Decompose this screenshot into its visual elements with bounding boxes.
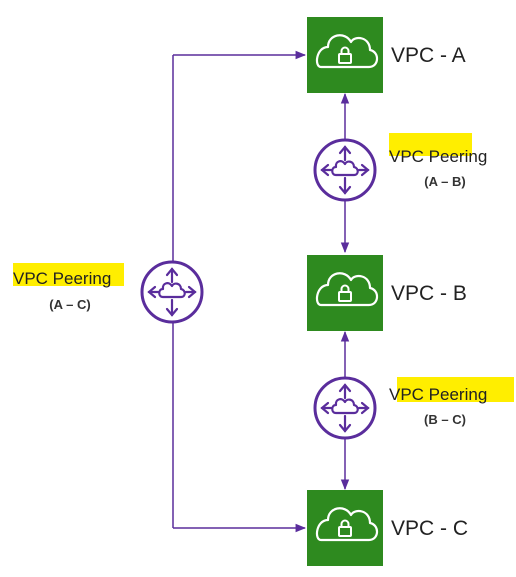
connector-a-c: [172, 50, 307, 533]
vpc-a-label: VPC - A: [391, 44, 466, 67]
vpc-c-node: VPC - C: [305, 488, 468, 568]
peering-bc-node: VPC Peering (B – C): [313, 376, 487, 440]
vpc-c-label: VPC - C: [391, 517, 468, 540]
peering-bc-pair: (B – C): [424, 412, 466, 427]
peering-ab-label: VPC Peering: [389, 147, 487, 166]
highlight-ac: [13, 263, 124, 286]
vpc-cloud-lock-icon: [305, 15, 385, 95]
peering-ab-pair: (A – B): [424, 174, 465, 189]
peering-ac-pair: (A – C): [49, 297, 90, 312]
vpc-cloud-lock-icon: [305, 488, 385, 568]
peering-ac-node: VPC Peering (A – C): [13, 260, 204, 324]
highlight-ab: [389, 133, 472, 156]
vpc-b-label: VPC - B: [391, 282, 467, 305]
peering-ac-label: VPC Peering: [13, 269, 111, 288]
peering-connection-icon: [313, 138, 377, 202]
peering-connection-icon: [313, 376, 377, 440]
peering-ab-node: VPC Peering (A – B): [313, 138, 487, 202]
vpc-cloud-lock-icon: [305, 253, 385, 333]
peering-bc-label: VPC Peering: [389, 385, 487, 404]
vpc-b-node: VPC - B: [305, 253, 467, 333]
vpc-a-node: VPC - A: [305, 15, 466, 95]
highlight-bc: [397, 377, 514, 402]
peering-connection-icon: [140, 260, 204, 324]
